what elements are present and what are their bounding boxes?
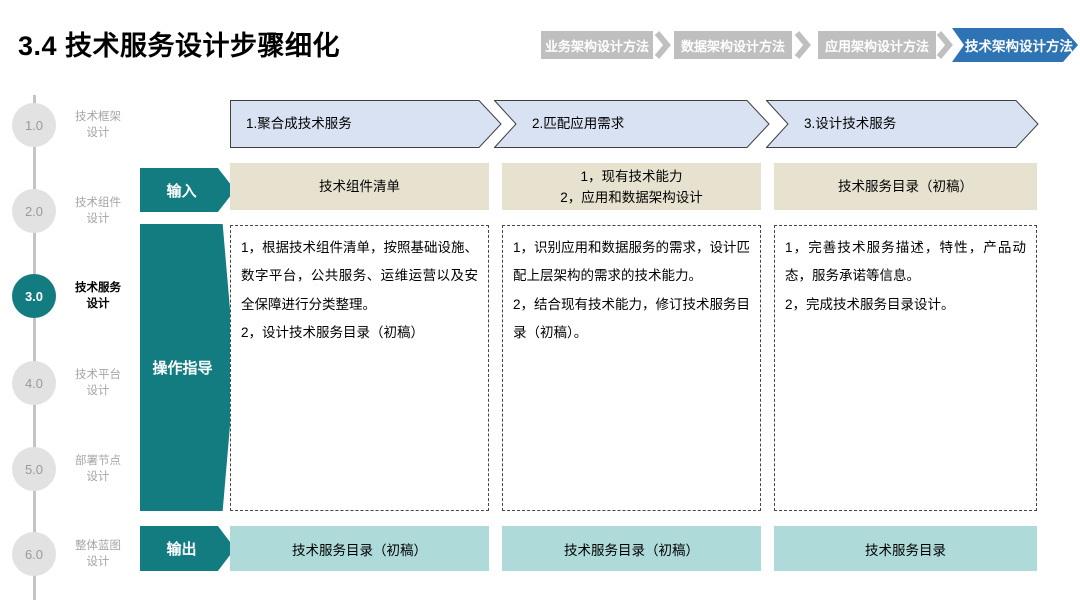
guide-box-3: 1，完善技术服务描述，特性，产品动态，服务承诺等信息。 2，完成技术服务目录设计… (774, 225, 1037, 511)
timeline-step-6-label: 整体蓝图 设计 (75, 540, 121, 568)
timeline-step-2-label: 技术组件 设计 (75, 197, 121, 225)
guide-box-2-item: 2，结合现有技术能力，修订技术服务目录（初稿）。 (513, 296, 751, 341)
tab-business-architecture[interactable]: 业务架构设计方法 (541, 31, 653, 59)
output-box-2: 技术服务目录（初稿） (502, 526, 761, 571)
row-label-input: 输入 (140, 168, 235, 212)
input-box-2-line: 1，现有技术能力 (580, 168, 683, 184)
guide-box-1: 1，根据技术组件清单，按照基础设施、数字平台，公共服务、运维运营以及安全保障进行… (230, 225, 489, 511)
process-header-1: 1.聚合成技术服务 (230, 100, 502, 148)
arrow-banner-shape (230, 100, 502, 148)
page-title: 3.4 技术服务设计步骤细化 (18, 31, 341, 61)
input-box-2: 1，现有技术能力 2，应用和数据架构设计 (502, 163, 761, 210)
timeline-step-1-label: 技术框架 设计 (75, 111, 121, 139)
timeline-step-1[interactable]: 1.0 (12, 103, 56, 147)
timeline-step-4-label: 技术平台 设计 (75, 369, 121, 397)
guide-box-1-item: 2，设计技术服务目录（初稿） (241, 325, 425, 341)
process-header-3: 3.设计技术服务 (766, 100, 1039, 148)
arrow-banner-shape (766, 100, 1039, 148)
timeline-line (33, 95, 36, 600)
timeline-step-3-label: 技术服务 设计 (75, 282, 121, 310)
process-header-2-label: 2.匹配应用需求 (532, 116, 625, 131)
timeline-step-2[interactable]: 2.0 (12, 189, 56, 233)
chevron-right-icon (654, 31, 671, 59)
row-label-guide: 操作指导 (140, 224, 235, 511)
input-box-3: 技术服务目录（初稿） (774, 163, 1037, 210)
output-box-3: 技术服务目录 (774, 526, 1037, 571)
output-box-1: 技术服务目录（初稿） (230, 526, 489, 571)
input-box-2-line: 2，应用和数据架构设计 (560, 189, 703, 205)
input-box-1-line: 技术组件清单 (319, 179, 400, 194)
input-box-3-line: 技术服务目录（初稿） (838, 179, 973, 194)
tab-technical-architecture[interactable]: 技术架构设计方法 (952, 28, 1078, 62)
timeline-step-5[interactable]: 5.0 (12, 447, 56, 491)
guide-box-3-item: 2，完成技术服务目录设计。 (785, 296, 955, 312)
arrow-banner-shape (494, 100, 770, 148)
timeline-step-6[interactable]: 6.0 (12, 532, 56, 576)
timeline-step-4[interactable]: 4.0 (12, 361, 56, 405)
process-header-2: 2.匹配应用需求 (494, 100, 770, 148)
guide-box-1-item: 1，根据技术组件清单，按照基础设施、数字平台，公共服务、运维运营以及安全保障进行… (241, 240, 479, 312)
row-label-output: 输出 (140, 526, 235, 571)
timeline-step-3[interactable]: 3.0 (12, 274, 56, 318)
timeline-step-5-label: 部署节点 设计 (75, 455, 121, 483)
chevron-right-icon (936, 31, 953, 59)
process-header-3-label: 3.设计技术服务 (804, 116, 897, 131)
guide-box-2: 1，识别应用和数据服务的需求，设计匹配上层架构的需求的技术能力。 2，结合现有技… (502, 225, 761, 511)
input-box-1: 技术组件清单 (230, 163, 489, 210)
guide-box-3-item: 1，完善技术服务描述，特性，产品动态，服务承诺等信息。 (785, 240, 1026, 284)
chevron-right-icon (794, 31, 811, 59)
tab-data-architecture[interactable]: 数据架构设计方法 (674, 31, 792, 59)
tab-application-architecture[interactable]: 应用架构设计方法 (818, 31, 936, 59)
process-header-1-label: 1.聚合成技术服务 (246, 116, 352, 131)
guide-box-2-item: 1，识别应用和数据服务的需求，设计匹配上层架构的需求的技术能力。 (513, 240, 751, 284)
